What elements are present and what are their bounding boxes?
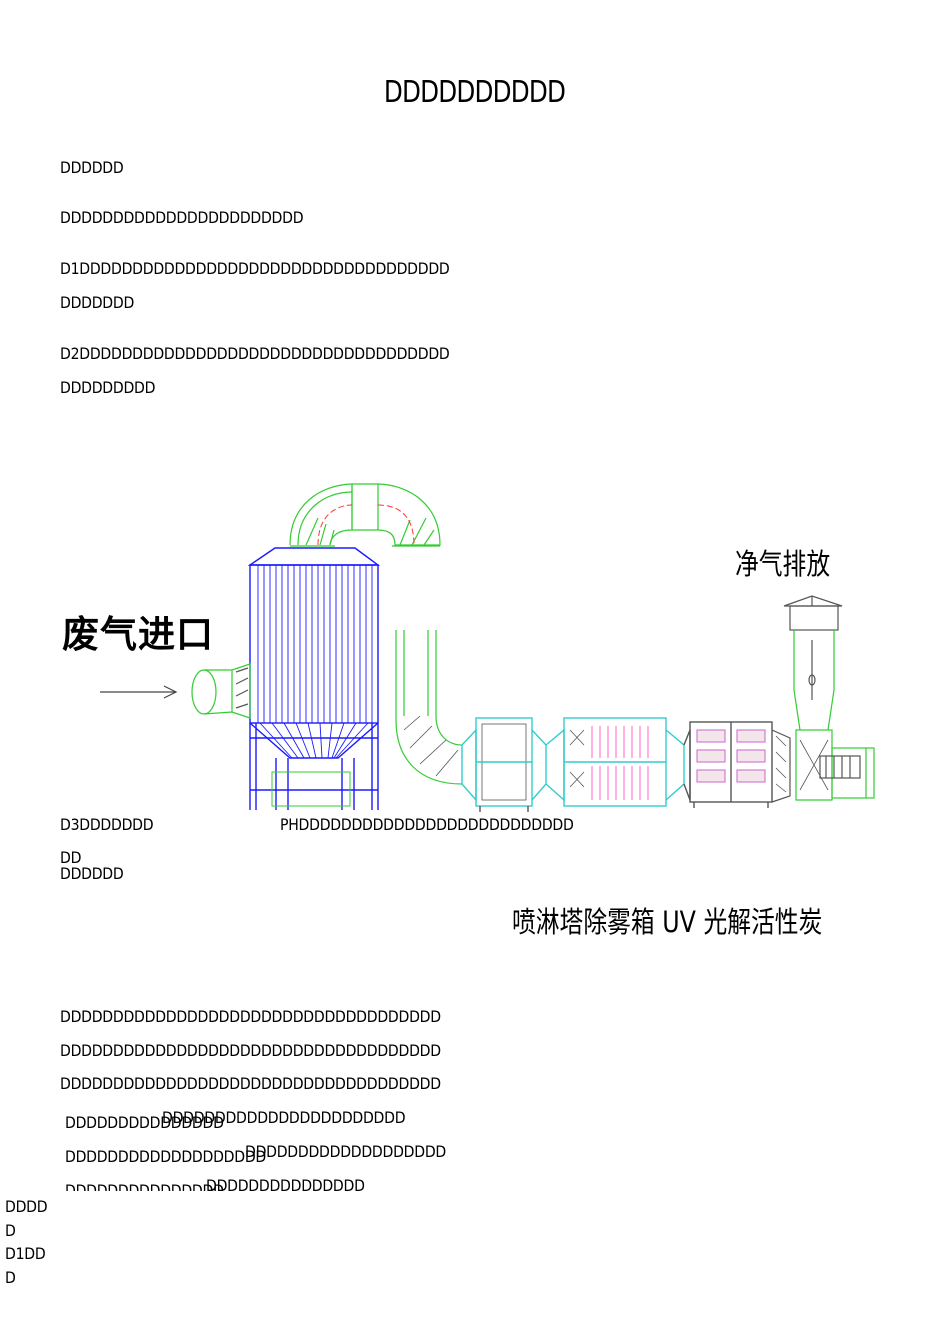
demister-box (461, 717, 547, 812)
carbon-trays (696, 729, 766, 783)
text-line-d1: D1DDDDDDDDDDDDDDDDDDDDDDDDDDDDDDDDDDD (60, 259, 450, 278)
text-line: DDDDDDDDDDDDDDDDDDDDDDD (60, 208, 304, 227)
fan-motor (819, 747, 875, 799)
transition-duct (771, 729, 791, 803)
top-elbow-duct (289, 483, 441, 547)
paragraph-line: DDDDDDDDDDDDDDDDDDDDDDDDDDDDDDDDDDDD (60, 1074, 441, 1093)
overlap-text-b: DDDDDDDDDDDDDDD (206, 1176, 365, 1195)
uv-photolysis-box (545, 717, 685, 807)
lower-elbow-duct (395, 630, 463, 785)
heading-line: DDDDDD (60, 158, 124, 177)
exhaust-stack (783, 595, 843, 801)
inlet-label: 废气进口 (62, 612, 214, 656)
process-caption: 喷淋塔除雾箱 UV 光解活性炭 (512, 905, 823, 939)
document-title: DDDDDDDDDD (384, 75, 566, 110)
dddddd-text: DDDDDD (60, 864, 124, 883)
overlap-text-b: DDDDDDDDDDDDDDDDDDDDDDD (162, 1108, 406, 1127)
tower-base-frame (271, 771, 351, 807)
text-line-d2-cont: DDDDDDDDD (60, 378, 156, 397)
margin-note: D (5, 1268, 16, 1287)
paragraph-line: DDDDDDDDDDDDDDDDDDDDDDDDDDDDDDDDDDDD (60, 1007, 441, 1026)
inlet-nozzle (191, 663, 251, 719)
margin-note: DDDD (5, 1197, 48, 1216)
elbow-centerline (317, 504, 415, 546)
overlap-text-b: DDDDDDDDDDDDDDDDDDD (245, 1142, 446, 1161)
overlap-text-a: DDDDDDDDDDDDDDD (65, 1182, 224, 1191)
activated-carbon-box (683, 721, 773, 808)
spray-tower (247, 547, 381, 810)
ph-line: PHDDDDDDDDDDDDDDDDDDDDDDDDDD (280, 815, 574, 834)
inlet-arrow (100, 685, 178, 699)
outlet-label: 净气排放 (735, 547, 831, 581)
process-diagram (100, 483, 875, 812)
d3-label: D3DDDDDDD (60, 815, 154, 834)
uv-lamps (591, 726, 649, 800)
text-line-d2: D2DDDDDDDDDDDDDDDDDDDDDDDDDDDDDDDDDDD (60, 344, 450, 363)
tower-ribs (257, 565, 373, 759)
text-line-d1-cont: DDDDDDD (60, 293, 135, 312)
dd-text: DD (60, 848, 82, 867)
overlap-text-a: DDDDDDDDDDDDDDD (65, 1113, 224, 1132)
overlap-text-a: DDDDDDDDDDDDDDDDDDD (65, 1147, 266, 1166)
margin-note: D (5, 1221, 16, 1240)
margin-note: D1DD (5, 1244, 46, 1263)
paragraph-line: DDDDDDDDDDDDDDDDDDDDDDDDDDDDDDDDDDDD (60, 1041, 441, 1060)
